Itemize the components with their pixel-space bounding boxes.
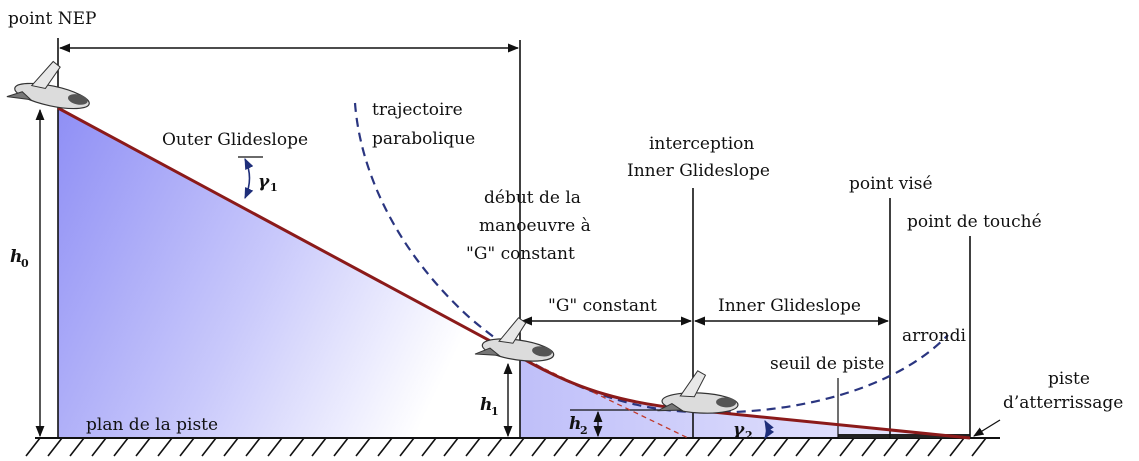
gamma1-label: γ [258,172,270,192]
ground-hatch-stroke [883,437,899,457]
parabolic-trajectory-label-line1: trajectoire [372,100,463,120]
ground-hatch-stroke [267,437,283,457]
ground-hatch-stroke [927,437,943,457]
runway-label-line1: piste [1048,369,1090,389]
ground-hatch-stroke [179,437,195,457]
ground-hatch-stroke [553,437,569,457]
interception-label-line1: interception [649,134,754,154]
runway-threshold-label: seuil de piste [770,354,884,374]
ground-hatch-stroke [707,437,723,457]
runway-plane-label: plan de la piste [86,415,218,435]
ground-hatch-stroke [685,437,701,457]
ground-hatch-stroke [355,437,371,457]
area-under-transition [520,357,970,438]
ground-hatch-stroke [289,437,305,457]
h1-label: h [480,395,492,415]
interception-label-line2: Inner Glideslope [627,161,770,181]
touchdown-point-label: point de touché [907,212,1042,232]
ground-hatch-stroke [641,437,657,457]
nep-point-label: point NEP [8,9,96,29]
h0-label: h [10,247,22,267]
ground-hatch-stroke [223,437,239,457]
ground-hatch-stroke [663,437,679,457]
ground-hatch-stroke [949,437,965,457]
touchdown-pointer-arrow [973,419,1001,437]
gamma2-label: γ [733,420,745,440]
ground-hatch-stroke [311,437,327,457]
g-maneuver-label-line2: manoeuvre à [479,216,591,236]
outer-glideslope-label: Outer Glideslope [162,130,308,150]
ground-hatch-stroke [971,437,987,457]
ground-hatch-stroke [597,437,613,457]
gamma2-subscript: 2 [745,429,753,442]
gamma1-subscript: 1 [270,181,278,194]
ground-hatch-stroke [201,437,217,457]
gamma1-angle-arc [244,157,254,200]
spaceplane-icon-nep [6,60,90,110]
g-constant-label: "G" constant [548,296,657,316]
ground-hatch-stroke [839,437,855,457]
h0-subscript: 0 [21,257,29,270]
ground-hatch-stroke [47,437,63,457]
ground-hatch-stroke [729,437,745,457]
ground-hatch-stroke [377,437,393,457]
ground-hatch-stroke [443,437,459,457]
ground-hatch-stroke [69,437,85,457]
parabolic-trajectory-label-line2: parabolique [372,129,475,149]
gamma2-angle-arc [764,420,775,439]
ground-hatch-stroke [817,437,833,457]
ground-hatch-stroke [399,437,415,457]
g-maneuver-label-line1: début de la [484,188,581,208]
h1-subscript: 1 [491,405,499,418]
ground-hatch-stroke [465,437,481,457]
ground-hatch-stroke [751,437,767,457]
ground-hatch-stroke [861,437,877,457]
ground-hatch-stroke [773,437,789,457]
ground-hatch-stroke [509,437,525,457]
ground-hatch-stroke [25,437,41,457]
ground-hatch-stroke [905,437,921,457]
ground-hatching [25,437,987,457]
ground-hatch-stroke [91,437,107,457]
spaceplane-icon-inner [657,370,739,414]
spaceplane-icon-g-start [474,317,555,362]
ground-hatch-stroke [421,437,437,457]
inner-glideslope-label: Inner Glideslope [718,296,861,316]
ground-hatch-stroke [575,437,591,457]
ground-hatch-stroke [245,437,261,457]
area-under-outer-glideslope [58,108,520,438]
ground-hatch-stroke [487,437,503,457]
h2-label: h [569,414,581,434]
ground-hatch-stroke [333,437,349,457]
runway-slab [838,434,970,438]
ground-hatch-stroke [795,437,811,457]
ground-hatch-stroke [157,437,173,457]
ground-hatch-stroke [619,437,635,457]
runway-label-line2: d’atterrissage [1003,393,1123,413]
h2-subscript: 2 [580,424,588,437]
aim-point-label: point visé [849,174,933,194]
ground-hatch-stroke [135,437,151,457]
ground-hatch-stroke [113,437,129,457]
g-maneuver-label-line3: "G" constant [466,244,575,264]
flare-label: arrondi [902,326,966,346]
ground-hatch-stroke [531,437,547,457]
